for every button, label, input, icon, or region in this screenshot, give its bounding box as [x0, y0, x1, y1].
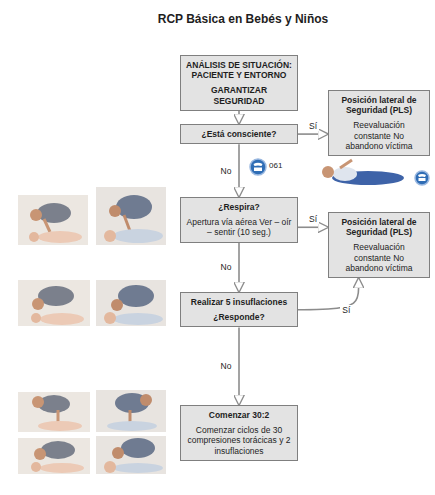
baby-body — [38, 231, 82, 243]
baby-body — [40, 313, 84, 325]
rescuer-torso — [41, 441, 75, 459]
lying-shirt — [333, 167, 357, 181]
outcome-box: Posición lateral de Seguridad (PLS) Reeva… — [328, 90, 430, 156]
child-body — [113, 463, 163, 473]
process-box: ANÁLISIS DE SITUACIÓN: PACIENTE Y ENTORN… — [180, 55, 298, 111]
box-text: Apertura vía aérea Ver – oír – sentir (1… — [186, 217, 292, 237]
edge-label: No — [219, 166, 234, 176]
connector-arrow — [298, 133, 328, 135]
child-body — [113, 229, 163, 243]
photo-ground — [96, 390, 166, 432]
box-text: Comenzar ciclos de 30 compresiones torác… — [186, 425, 292, 456]
box-text: Reevaluación constante No abandono vícti… — [334, 120, 424, 151]
rescuer-torso — [121, 438, 155, 458]
child-body — [107, 421, 157, 431]
connector-arrow — [238, 243, 240, 292]
rescuer-arm — [44, 219, 50, 232]
baby-head — [31, 313, 41, 323]
photo-ground — [18, 392, 90, 432]
box-heading: Posición lateral de Seguridad (PLS) — [334, 217, 424, 237]
phone-handset — [254, 163, 263, 171]
photo-ground — [96, 436, 166, 474]
rescuer-head — [30, 209, 42, 221]
cpr-photo — [18, 438, 90, 474]
rescuer-torso — [116, 195, 152, 219]
connector-arrow — [238, 327, 240, 405]
phone-handset — [418, 174, 426, 181]
child-body — [113, 313, 163, 325]
cpr-photo — [18, 280, 90, 326]
box-heading: Posición lateral de Seguridad (PLS) — [334, 95, 424, 115]
child-head — [104, 312, 116, 324]
box-text: Reevaluación constante No abandono vícti… — [334, 242, 424, 273]
edge-label: No — [219, 361, 234, 371]
outcome-box: Posición lateral de Seguridad (PLS) Reeva… — [328, 212, 430, 278]
decision-box: Realizar 5 insuflaciones ¿Responde? — [180, 292, 298, 327]
box-text: GARANTIZAR SEGURIDAD — [186, 85, 292, 105]
decision-box: ¿Está consciente? — [180, 124, 298, 144]
cpr-photo — [96, 436, 166, 474]
phone-circle — [415, 171, 429, 185]
phone-icon — [415, 171, 429, 185]
phone-number: 061 — [269, 161, 282, 171]
photo-ground — [18, 438, 90, 474]
child-head — [104, 230, 116, 242]
baby-head — [31, 462, 41, 472]
rescuer-head — [112, 447, 124, 459]
connector-arrow — [238, 111, 240, 124]
box-heading: ¿Respira? — [186, 202, 292, 212]
photo-ground — [96, 280, 166, 326]
baby-body — [40, 463, 84, 473]
edge-label: No — [219, 262, 234, 272]
box-heading: Comenzar 30:2 — [186, 410, 292, 420]
edge-label: Sí — [340, 305, 352, 315]
cpr-photo — [18, 195, 88, 245]
rescuer-arm — [129, 410, 132, 422]
photo-ground — [18, 195, 88, 245]
child-head — [104, 461, 116, 473]
rescuer-arm — [57, 410, 60, 422]
box-text: ¿Responde? — [186, 312, 292, 322]
rescuer-head — [111, 299, 123, 311]
process-box: Comenzar 30:2Comenzar ciclos de 30 compr… — [180, 405, 298, 461]
photo-ground — [96, 187, 166, 245]
recovery-position-figure — [322, 160, 404, 185]
lying-head — [322, 166, 334, 178]
rescuer-head — [34, 448, 46, 460]
connector-arrow — [238, 144, 240, 197]
rescuer-head — [109, 205, 121, 217]
diagram-title: RCP Básica en Bebés y Niños — [100, 12, 386, 26]
edge-label: Sí — [307, 214, 319, 224]
phone-icon — [250, 159, 266, 175]
baby-head — [29, 232, 39, 242]
rescuer-arm — [124, 215, 130, 231]
rescuer-head — [32, 396, 44, 408]
rescuer-torso — [118, 285, 154, 307]
photo-ground — [18, 280, 90, 326]
phone-circle — [250, 159, 266, 175]
cpr-photo — [96, 280, 166, 326]
rescuer-head — [140, 394, 152, 406]
cpr-photo — [96, 187, 166, 245]
decision-box: ¿Respira? Apertura vía aérea Ver – oír – … — [180, 197, 298, 243]
box-heading: ANÁLISIS DE SITUACIÓN: PACIENTE Y ENTORN… — [186, 60, 292, 80]
connector-arrow — [298, 226, 328, 228]
cpr-photo — [18, 392, 90, 432]
rescuer-head — [32, 298, 44, 310]
box-heading: ¿Está consciente? — [186, 129, 292, 139]
lying-arm — [340, 160, 352, 168]
box-heading: Realizar 5 insuflaciones — [186, 297, 292, 307]
rescuer-torso — [37, 203, 71, 223]
cpr-photo — [96, 390, 166, 432]
baby-body — [38, 421, 82, 431]
edge-label: Sí — [307, 121, 319, 131]
